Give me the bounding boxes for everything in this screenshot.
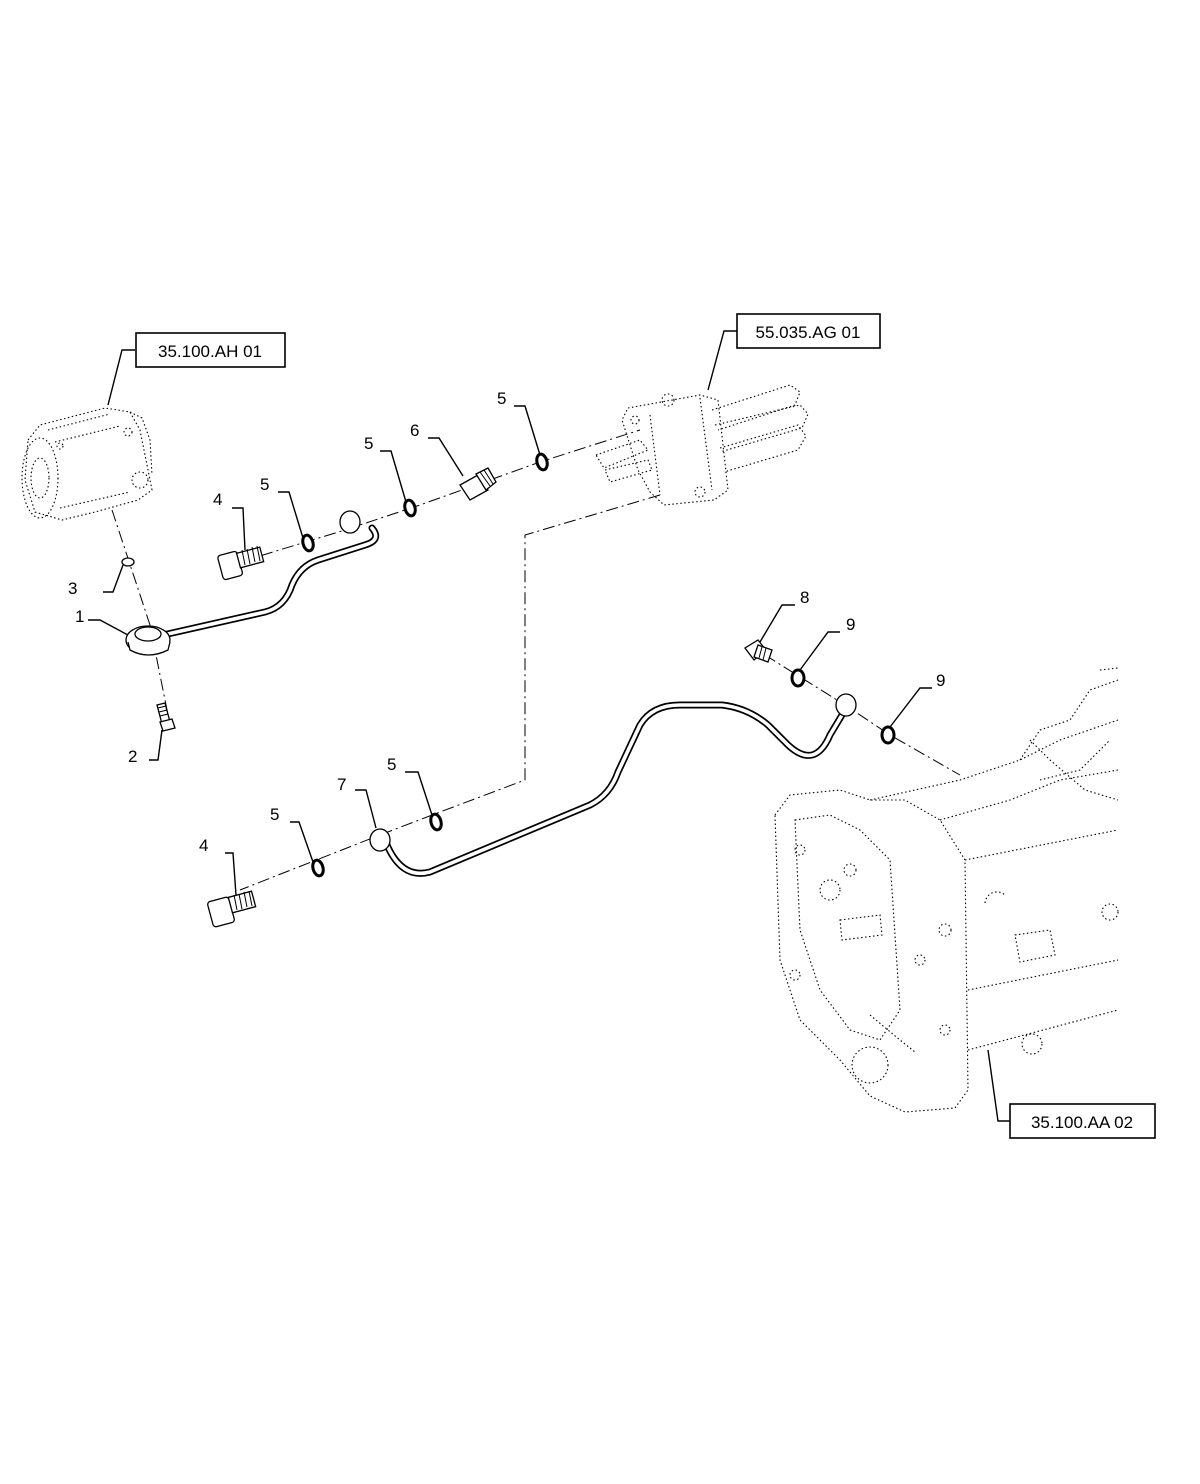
leader-lines: [88, 330, 1010, 1122]
item-number-1: 1: [75, 607, 84, 626]
item-number-8: 8: [800, 588, 809, 607]
ref-label-pump: 35.100.AH 01: [158, 342, 262, 361]
item-number-7: 7: [337, 775, 346, 794]
ref-callout-housing: 35.100.AA 02: [1009, 1103, 1156, 1139]
item-numbers: 1 2 3 4 4 5 5 5 5 5 6 7 8 9 9: [68, 389, 945, 855]
item-number-3: 3: [68, 579, 77, 598]
pipe-7: [369, 693, 857, 877]
ref-callout-valve: 55.035.AG 01: [736, 313, 881, 349]
hydraulic-pump: [21, 407, 153, 521]
ref-callout-pump: 35.100.AH 01: [135, 332, 286, 368]
transmission-housing: [774, 667, 1119, 1113]
ref-label-valve: 55.035.AG 01: [756, 323, 861, 342]
item-number-5-e: 5: [270, 805, 279, 824]
item-number-9-b: 9: [936, 671, 945, 690]
banjo-bolt-4-lower: [207, 890, 257, 928]
item-number-5-d: 5: [387, 755, 396, 774]
pipe-1: [125, 510, 380, 656]
item-number-5-b: 5: [364, 434, 373, 453]
adapter-6: [459, 467, 497, 501]
item-number-9-a: 9: [846, 615, 855, 634]
ref-label-housing: 35.100.AA 02: [1031, 1113, 1133, 1132]
item-number-4-lower: 4: [199, 836, 208, 855]
bolt-8: [744, 639, 773, 663]
assembly-centerlines: [111, 429, 961, 891]
item-number-6: 6: [410, 421, 419, 440]
item-number-4-upper: 4: [213, 490, 222, 509]
item-number-5-c: 5: [497, 389, 506, 408]
item-number-2: 2: [128, 747, 137, 766]
washers: [121, 452, 896, 878]
control-valve: [595, 384, 809, 506]
item-number-5-a: 5: [260, 475, 269, 494]
bolt-2: [156, 702, 176, 732]
banjo-bolt-4-upper: [217, 545, 265, 581]
